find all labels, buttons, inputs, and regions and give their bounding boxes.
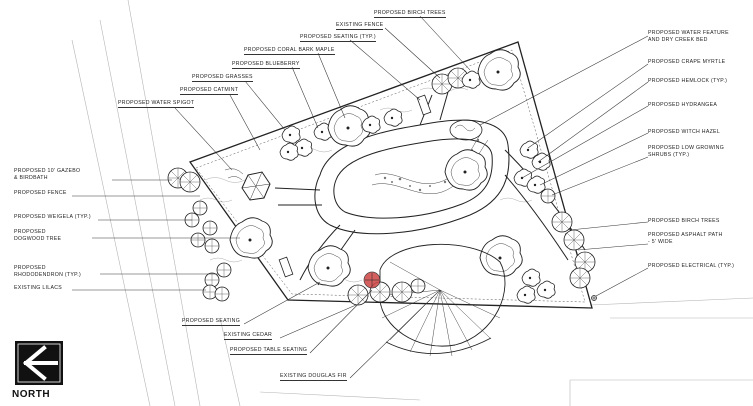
label-gazebo: PROPOSED 10' GAZEBO& BIRDBATH	[14, 168, 81, 181]
douglas-fir	[377, 243, 506, 357]
label-hydrangea: PROPOSED HYDRANGEA	[648, 102, 718, 108]
label-table-seating: PROPOSED TABLE SEATING	[230, 347, 308, 355]
label-seating-bottom: PROPOSED SEATING	[182, 318, 241, 326]
label-birch-top: PROPOSED BIRCH TREES	[374, 10, 446, 18]
east-plantings	[479, 140, 597, 304]
label-seating-top: PROPOSED SEATING (TYP.)	[300, 34, 376, 42]
label-douglas-fir: EXISTING DOUGLAS FIR	[280, 373, 347, 381]
arrow-left-icon	[15, 341, 63, 385]
label-fence-left: PROPOSED FENCE	[14, 190, 67, 196]
label-birch-right: PROPOSED BIRCH TREES	[648, 218, 720, 224]
label-existing-cedar: EXISTING CEDAR	[224, 332, 273, 340]
label-witch-hazel: PROPOSED WITCH HAZEL	[648, 129, 721, 135]
label-asphalt-path: PROPOSED ASPHALT PATH- 5' WIDE	[648, 232, 723, 245]
north-plantings	[279, 49, 521, 191]
gazebo	[224, 168, 271, 201]
label-crape-myrtle: PROPOSED CRAPE MYRTLE	[648, 59, 726, 65]
label-water-spigot: PROPOSED WATER SPIGOT	[118, 100, 195, 108]
label-existing-fence: EXISTING FENCE	[336, 22, 384, 30]
label-lilacs: EXISTING LILACS	[14, 285, 63, 291]
label-coral-bark-maple: PROPOSED CORAL BARK MAPLE	[244, 47, 335, 55]
label-grasses: PROPOSED GRASSES	[192, 74, 253, 82]
west-plantings	[167, 167, 294, 302]
label-blueberry: PROPOSED BLUEBERRY	[232, 61, 300, 69]
north-label: NORTH	[12, 389, 51, 400]
label-hemlock: PROPOSED HEMLOCK (TYP.)	[648, 78, 728, 84]
survey-lines	[71, 0, 753, 406]
label-weigela: PROPOSED WEIGELA (TYP.)	[14, 214, 91, 220]
south-plantings	[307, 245, 426, 306]
leader-lines	[72, 15, 649, 379]
label-electrical: PROPOSED ELECTRICAL (TYP.)	[648, 263, 735, 269]
label-catmint: PROPOSED CATMINT	[180, 87, 239, 95]
